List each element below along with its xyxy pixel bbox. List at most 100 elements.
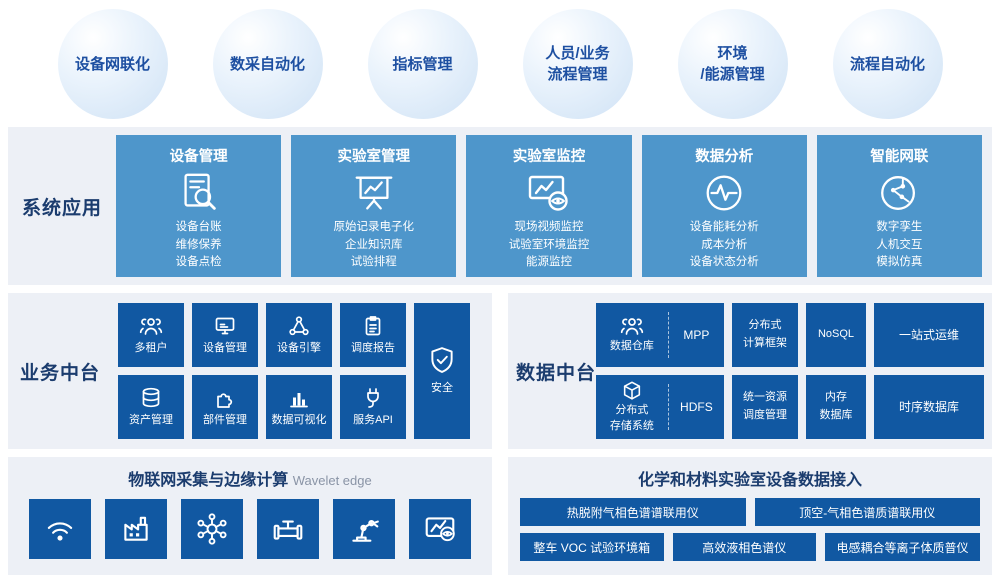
system-apps-section: 系统应用 设备管理 设备台账 维修保养 设备点检: [8, 127, 992, 285]
dashed-divider: [667, 312, 669, 358]
dp-tile-one-stop-ops: 一站式运维: [874, 303, 984, 367]
bp-tile-device-management: 设备管理: [192, 303, 258, 367]
lab-tile-td-gc: 热脱附气相色谱谱联用仪: [520, 498, 746, 526]
card-title: 数据分析: [695, 149, 754, 165]
dp-tile-distributed-storage-hdfs: 分布式 存储系统 HDFS: [596, 375, 724, 439]
card-line: 模拟仿真: [876, 255, 923, 268]
iot-subtitle-text: Wavelet edge: [292, 473, 372, 488]
card-line: 设备状态分析: [689, 255, 759, 268]
dashboard-eye-icon: [423, 512, 457, 546]
bubble-data-collection: 数采自动化: [212, 9, 323, 119]
card-lines: 设备台账 维修保养 设备点检: [176, 219, 222, 271]
bp-tile-parts-management: 部件管理: [192, 375, 258, 439]
tile-label: HDFS: [680, 399, 713, 414]
bubble-indicator-management: 指标管理: [367, 9, 478, 119]
report-icon: [361, 314, 385, 338]
card-lines: 现场视频监控 试验室环境监控 能源监控: [509, 219, 590, 271]
storage-cube-icon: [621, 380, 643, 402]
tile-label: MPP: [683, 327, 710, 342]
nodes-icon: [287, 314, 311, 338]
bp-tile-dispatch-report: 调度报告: [340, 303, 406, 367]
bp-tile-security: 安全: [414, 303, 470, 439]
iot-tile-pipeline: [257, 499, 319, 559]
database-icon: [139, 386, 163, 410]
data-platform-panel: 数据中台 数据仓库: [508, 293, 992, 449]
iot-tile-network: [181, 499, 243, 559]
section-label-business-platform: 业务中台: [19, 362, 100, 384]
card-line: 维修保养: [175, 238, 222, 251]
tile-label: 分布式: [615, 404, 649, 417]
tile-label: 计算框架: [743, 337, 787, 349]
lab-tile-voc-chamber: 整车 VOC 试验环境箱: [520, 533, 664, 561]
app-card-data-analysis: 数据分析 设备能耗分析 成本分析 设备状态分析: [641, 135, 807, 277]
capability-bubbles-row: 设备网联化 数采自动化 指标管理 人员/业务 流程管理 环境 /能源管理 流程自…: [0, 0, 1000, 119]
tile-label: 存储系统: [609, 420, 654, 432]
bubble-label: /能源管理: [700, 66, 765, 83]
tile-label: 分布式: [748, 319, 782, 332]
tile-label: 安全: [431, 382, 453, 395]
tile-label: 部件管理: [203, 414, 247, 427]
shield-icon: [429, 346, 455, 376]
tile-label: 一站式运维: [898, 327, 959, 342]
device-icon: [213, 314, 237, 338]
tile-label: 时序数据库: [898, 399, 959, 414]
section-label-system-apps: 系统应用: [21, 197, 102, 219]
card-line: 试验排程: [350, 255, 397, 268]
dashed-divider: [667, 384, 669, 430]
data-tiles: 数据仓库 MPP 分布式 计算框架 NoSQL 一站式运维: [596, 303, 984, 439]
iot-title-text: 物联网采集与边缘计算: [128, 472, 289, 489]
iot-edge-panel: 物联网采集与边缘计算 Wavelet edge: [8, 457, 492, 575]
tile-label: 数据可视化: [271, 414, 327, 427]
card-line: 试验室环境监控: [508, 238, 590, 251]
chart-icon: [287, 386, 311, 410]
puzzle-icon: [213, 386, 237, 410]
business-tiles: 多租户 设备管理: [104, 303, 484, 439]
app-card-intelligent-networking: 智能网联 数字孪生 人机交互 模拟仿真: [816, 135, 983, 277]
card-line: 现场视频监控: [514, 221, 584, 234]
iot-tile-sensor: [29, 499, 91, 559]
lab-board-icon: [351, 170, 397, 216]
card-line: 能源监控: [526, 255, 572, 268]
bubble-label: 流程管理: [547, 66, 608, 83]
dp-tile-timeseries-db: 时序数据库: [874, 375, 984, 439]
card-line: 设备台账: [175, 221, 222, 234]
iot-tile-monitoring: [409, 499, 471, 559]
app-cards: 设备管理 设备台账 维修保养 设备点检 实验室管理: [116, 135, 983, 277]
tile-label: 服务API: [353, 414, 393, 427]
bp-tile-asset-management: 资产管理: [118, 375, 184, 439]
lab-access-panel: 化学和材料实验室设备数据接入 热脱附气相色谱谱联用仪 顶空-气相色谱质谱联用仪 …: [508, 457, 992, 575]
card-line: 人机交互: [876, 238, 923, 251]
bubble-device-networking: 设备网联化: [57, 9, 168, 119]
factory-icon: [119, 512, 153, 546]
monitor-eye-icon: [525, 170, 573, 216]
dp-tile-resource-scheduling: 统一资源 调度管理: [732, 375, 798, 439]
robot-arm-icon: [347, 512, 381, 546]
bubble-label: 设备网联化: [74, 55, 150, 73]
bp-tile-data-visualization: 数据可视化: [266, 375, 332, 439]
lab-tile-headspace-gcms: 顶空-气相色谱质谱联用仪: [754, 498, 980, 526]
iot-tiles: [20, 499, 480, 559]
bottom-row: 物联网采集与边缘计算 Wavelet edge: [8, 457, 992, 575]
bubble-label: 环境: [717, 45, 748, 62]
bp-tile-service-api: 服务API: [340, 375, 406, 439]
app-card-lab-management: 实验室管理 原始记录电子化 企业知识库 试验排程: [291, 135, 457, 277]
tile-label: NoSQL: [817, 328, 855, 341]
card-title: 实验室管理: [337, 149, 411, 165]
card-title: 实验室监控: [512, 149, 586, 165]
bubble-process-management: 人员/业务 流程管理: [522, 9, 633, 119]
bubble-label: 人员/业务: [545, 45, 610, 62]
middle-platforms-row: 业务中台 多租户: [8, 293, 992, 449]
section-label-data-platform: 数据中台: [516, 362, 597, 384]
card-title: 智能网联: [870, 149, 929, 165]
app-card-lab-monitoring: 实验室监控 现场视频监控 试验室环境监控 能源监控: [466, 135, 632, 277]
card-line: 成本分析: [701, 238, 748, 251]
tile-label: 数据仓库: [609, 340, 654, 353]
iot-tile-robot-arm: [333, 499, 395, 559]
lab-tiles: 热脱附气相色谱谱联用仪 顶空-气相色谱质谱联用仪 整车 VOC 试验环境箱 高效…: [520, 498, 980, 561]
tile-label: 设备管理: [203, 342, 247, 355]
bubble-label: 流程自动化: [849, 55, 925, 73]
pipeline-valve-icon: [271, 512, 305, 546]
business-platform-panel: 业务中台 多租户: [8, 293, 492, 449]
lab-tile-icp-ms: 电感耦合等离子体质普仪: [825, 533, 980, 561]
card-lines: 设备能耗分析 成本分析 设备状态分析: [690, 219, 759, 271]
